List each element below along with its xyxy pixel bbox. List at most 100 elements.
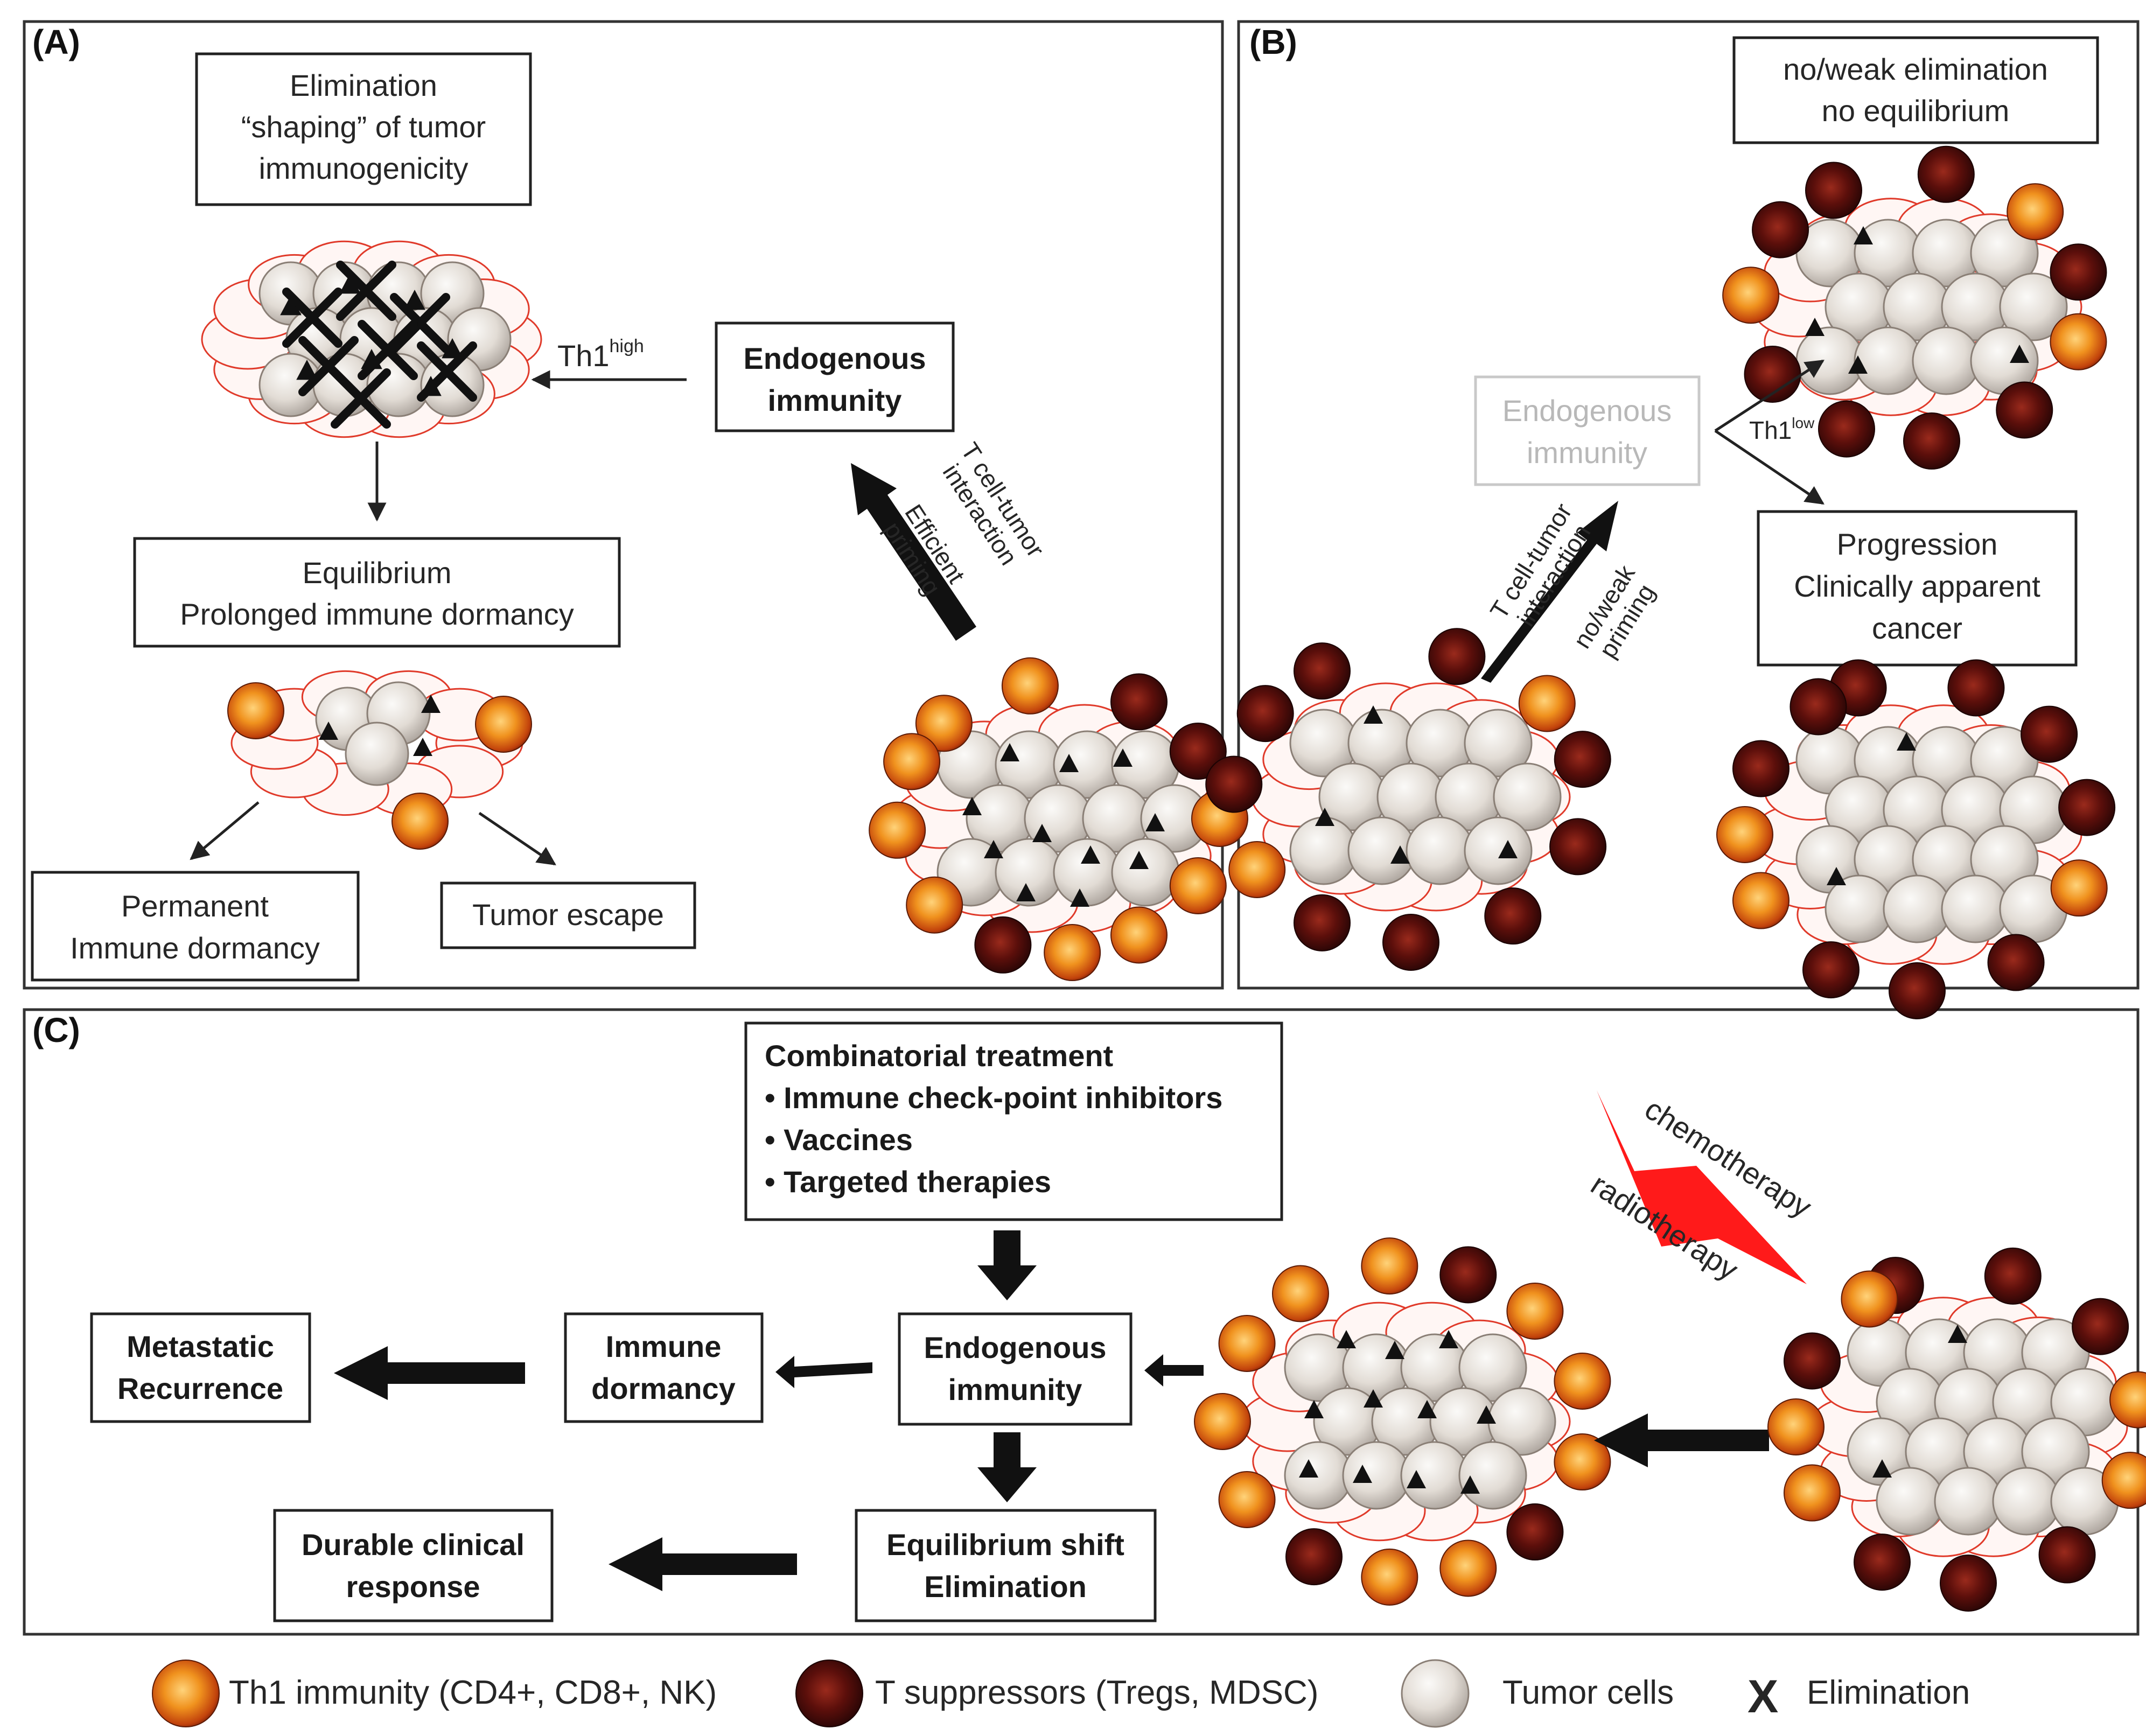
panel-a-frame	[23, 20, 1224, 990]
antigen-marker	[1337, 1330, 1356, 1348]
th1-cell	[152, 1660, 220, 1727]
suppressor-cell	[1805, 162, 1862, 219]
tumor-cell	[1342, 1441, 1411, 1510]
suppressor-cell	[795, 1660, 863, 1727]
endogenous-box-b	[1474, 375, 1701, 486]
suppressor-cell-legend-icon	[795, 1660, 863, 1727]
tumor-cell	[1876, 1467, 1945, 1536]
tumor-cell	[1912, 326, 1981, 395]
suppressor-cell	[1169, 723, 1227, 780]
th1-cell	[2101, 1452, 2146, 1509]
durable-line-2: response	[346, 1570, 480, 1604]
tumor-cell	[1284, 1441, 1353, 1510]
tumor-cell	[1400, 1441, 1469, 1510]
elimination-mark	[358, 320, 418, 380]
panel-c-frame	[23, 1008, 2140, 1636]
th1-cell	[1169, 857, 1227, 914]
th1-cell	[1361, 1237, 1418, 1295]
suppressor-cell	[1294, 642, 1351, 700]
antigen-marker	[1129, 851, 1149, 869]
suppressor-cell	[1987, 934, 2045, 991]
legend-suppressors: T suppressors (Tregs, MDSC)	[875, 1674, 1318, 1711]
suppressor-cell	[1940, 1555, 1997, 1612]
endogenous-c-line-2: immunity	[948, 1373, 1082, 1406]
antigen-marker	[442, 338, 463, 359]
suppressor-cell	[1732, 740, 1790, 797]
suppressor-cell	[1818, 400, 1875, 458]
untreated-tumor-cluster	[1767, 1247, 2146, 1612]
th1-cell	[1841, 1270, 1898, 1328]
dormant-tumor-cluster	[227, 670, 532, 850]
endogenous-c-line-1: Endogenous	[924, 1331, 1106, 1364]
metastatic-line-1: Metastatic	[127, 1329, 274, 1363]
metastatic-line-2: Recurrence	[117, 1371, 283, 1405]
tumor-cell	[1464, 709, 1533, 778]
antigen-marker	[1364, 705, 1383, 724]
suppressor-cell	[1549, 818, 1607, 876]
treatment-down-arrow	[977, 1230, 1037, 1300]
th1-low-arrow-down	[1714, 429, 1825, 505]
antigen-marker	[1872, 1459, 1892, 1478]
antigen-marker	[296, 360, 318, 380]
th1-low-arrow-up	[1714, 359, 1825, 432]
progression-box	[1757, 510, 2078, 667]
suppressor-cell	[2038, 1526, 2096, 1584]
primed-tumor-cluster	[869, 657, 1248, 982]
elimination-mark	[417, 341, 477, 402]
th1-cell	[1518, 675, 1576, 732]
arrow-to-escape	[478, 811, 556, 866]
suppressor-cell	[1947, 659, 2005, 717]
antigen-marker	[1113, 748, 1133, 767]
endogenous-to-dormancy-arrow	[775, 1356, 872, 1388]
suppressor-cell	[974, 916, 1032, 974]
antigen-marker	[1032, 824, 1052, 842]
th1-high-label: Th1high	[557, 336, 644, 373]
legend-elimination: Elimination	[1807, 1674, 1970, 1711]
suppressor-cell	[1854, 1534, 1911, 1591]
panel-b-label: (B)	[1249, 23, 1297, 61]
treatment-item-2: • Vaccines	[765, 1123, 913, 1157]
weak-elimination-cluster	[1722, 145, 2107, 470]
th1-cell	[1554, 1433, 1611, 1491]
elimination-line-2: “shaping” of tumor	[241, 110, 486, 144]
th1-cell	[1001, 657, 1059, 715]
th1-cell	[2007, 183, 2064, 241]
treatment-title: Combinatorial treatment	[765, 1039, 1113, 1073]
treatment-item-1: • Immune check-point inhibitors	[765, 1081, 1222, 1115]
suppressor-cell	[1285, 1528, 1343, 1586]
arrow-to-permanent	[190, 801, 260, 860]
suppressor-cell	[1110, 673, 1168, 731]
treatment-item-3: • Targeted therapies	[765, 1165, 1051, 1199]
panel-c-label: (C)	[32, 1011, 80, 1049]
antigen-marker	[962, 797, 982, 815]
progressing-tumor-cluster	[1716, 659, 2116, 1019]
durable-response-box	[273, 1509, 554, 1622]
antigen-marker	[1353, 1465, 1372, 1483]
panel-a: Elimination “shaping” of tumor immunogen…	[31, 52, 1248, 982]
immune-dormancy-box	[564, 1312, 764, 1423]
tumor-cell-legend-icon	[1401, 1659, 1470, 1728]
tumor-cell	[1458, 1441, 1527, 1510]
antigen-marker	[1417, 1400, 1437, 1418]
suppressor-cell	[1484, 887, 1542, 945]
treatment-box	[744, 1021, 1283, 1221]
th1-cell	[906, 876, 963, 934]
antigen-marker	[1070, 888, 1089, 907]
tumor-cell	[1854, 326, 1923, 395]
elimination-mark	[282, 288, 342, 348]
antigen-marker	[1498, 840, 1518, 858]
priming-arrow-b	[1481, 501, 1618, 683]
equilibrium-box	[133, 537, 621, 648]
th1-cell	[2050, 313, 2107, 370]
th1-cell	[1110, 906, 1168, 964]
suppressor-cell	[1428, 628, 1486, 685]
antigen-marker	[1016, 883, 1036, 901]
suppressor-cell	[1205, 755, 1263, 813]
suppressor-cell	[2050, 243, 2107, 301]
antigen-marker	[1848, 355, 1868, 374]
th1-cell	[1783, 1464, 1841, 1522]
th1-cell	[1271, 1265, 1329, 1322]
suppressor-cell	[1294, 894, 1351, 951]
tumor-cell	[1941, 874, 2010, 943]
